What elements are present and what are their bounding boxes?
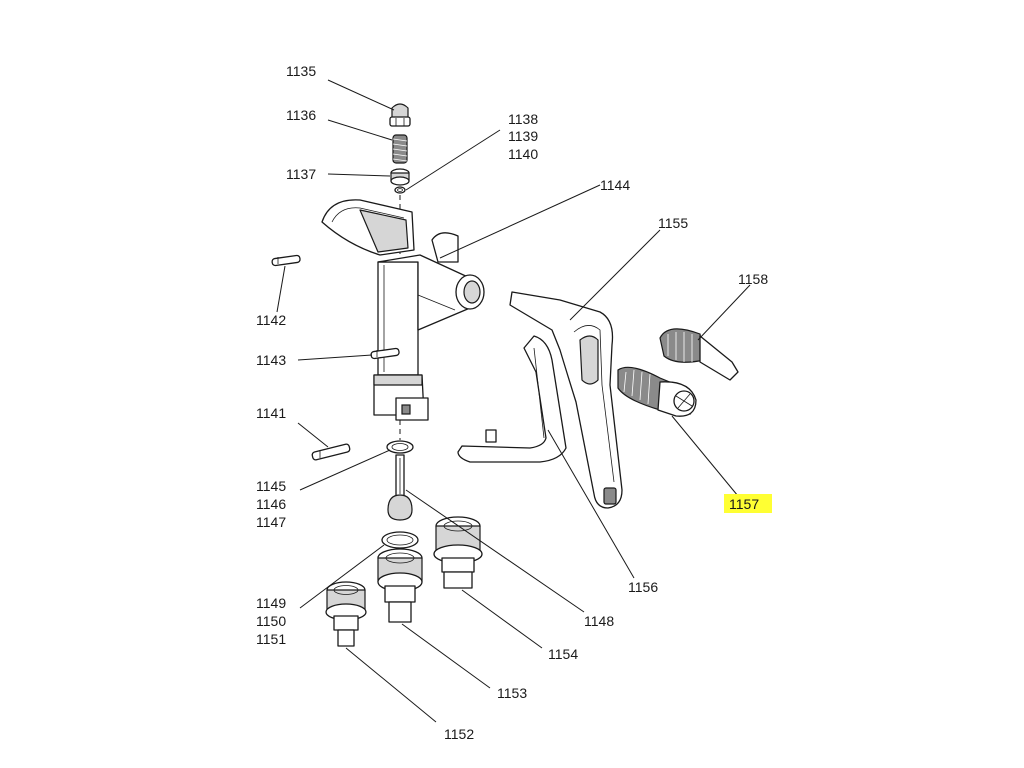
label-1139[interactable]: 1139	[508, 128, 538, 144]
label-1148[interactable]: 1148	[584, 613, 614, 629]
label-1145[interactable]: 1145	[256, 478, 286, 494]
label-1154[interactable]: 1154	[548, 646, 578, 662]
label-1142[interactable]: 1142	[256, 312, 286, 328]
label-1151[interactable]: 1151	[256, 631, 286, 647]
part-labels: 1135 1136 1137 1138 1139 1140 1144 1155 …	[256, 63, 768, 742]
part-1153-fitting	[377, 548, 423, 623]
label-1136[interactable]: 1136	[286, 107, 316, 123]
part-1136-spring	[392, 134, 408, 164]
label-1149[interactable]: 1149	[256, 595, 286, 611]
part-1145-valve-stem	[386, 440, 414, 521]
part-1138-oring	[394, 186, 406, 194]
part-1158-nozzle-tip	[659, 328, 739, 381]
label-1153[interactable]: 1153	[497, 685, 527, 701]
part-1157-nozzle-knob	[617, 366, 697, 417]
label-1135[interactable]: 1135	[286, 63, 316, 79]
part-1149-oring	[381, 531, 419, 549]
label-1137[interactable]: 1137	[286, 166, 316, 182]
part-1155-handle	[509, 291, 623, 509]
part-1141-pin	[311, 443, 351, 461]
label-1156[interactable]: 1156	[628, 579, 658, 595]
label-1155[interactable]: 1155	[658, 215, 688, 231]
leader-lines	[276, 79, 751, 723]
label-1152[interactable]: 1152	[444, 726, 474, 742]
label-1138[interactable]: 1138	[508, 111, 538, 127]
label-1147[interactable]: 1147	[256, 514, 286, 530]
label-1140[interactable]: 1140	[508, 146, 538, 162]
label-1146[interactable]: 1146	[256, 496, 286, 512]
label-1157[interactable]: 1157	[729, 496, 759, 512]
highlight-marker	[724, 494, 772, 513]
label-1144[interactable]: 1144	[600, 177, 630, 193]
part-1152-fitting	[325, 581, 367, 647]
part-1137-seat	[390, 168, 410, 186]
label-1143[interactable]: 1143	[256, 352, 286, 368]
part-1156-trigger	[457, 335, 567, 463]
label-1141[interactable]: 1141	[256, 405, 286, 421]
label-1150[interactable]: 1150	[256, 613, 286, 629]
part-1135-cap-nut	[389, 103, 411, 127]
part-1142-pin	[271, 254, 301, 267]
label-1158[interactable]: 1158	[738, 271, 768, 287]
part-1144-gun-body	[321, 199, 485, 421]
part-1154-fitting	[433, 516, 483, 589]
